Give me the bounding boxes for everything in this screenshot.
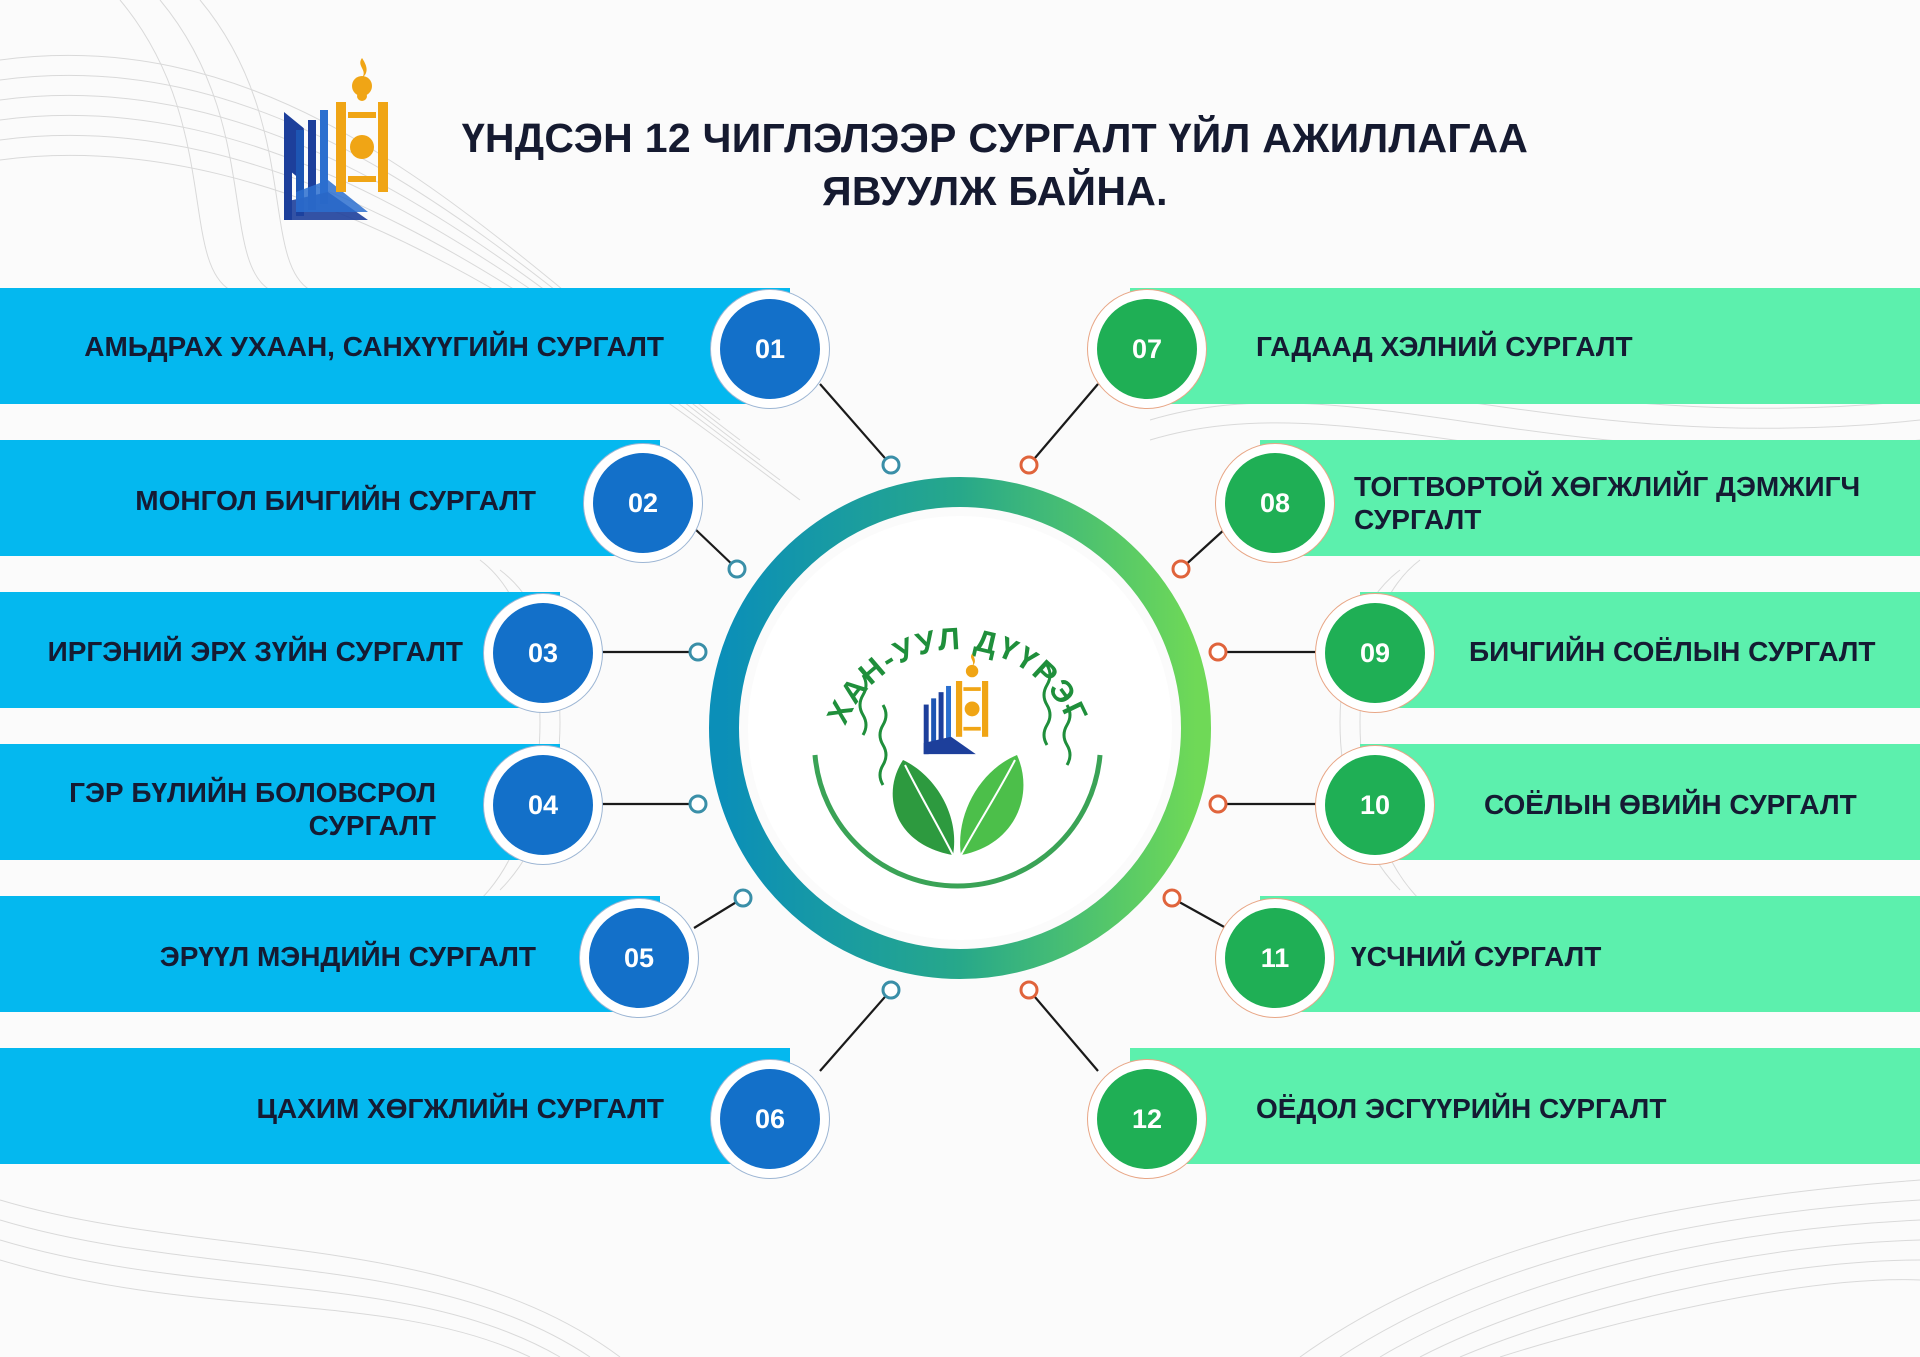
direction-number-12: 12 — [1097, 1069, 1197, 1169]
direction-number-03: 03 — [493, 603, 593, 703]
center-ring — [709, 477, 1211, 979]
direction-number-01: 01 — [720, 299, 820, 399]
direction-number-04: 04 — [493, 755, 593, 855]
mongolia-emblem-logo — [284, 58, 388, 220]
direction-band-12 — [1130, 1048, 1920, 1164]
direction-number-11: 11 — [1225, 908, 1325, 1008]
direction-label-04: ГЭР БҮЛИЙН БОЛОВСРОЛ СУРГАЛТ — [69, 777, 436, 841]
direction-number-08: 08 — [1225, 453, 1325, 553]
direction-band-04 — [0, 744, 560, 860]
direction-band-06 — [0, 1048, 790, 1164]
direction-label-07: ГАДААД ХЭЛНИЙ СУРГАЛТ — [1256, 331, 1633, 362]
direction-band-05 — [0, 896, 660, 1012]
direction-band-11 — [1260, 896, 1920, 1012]
direction-label-11: ҮСЧНИЙ СУРГАЛТ — [1351, 941, 1602, 972]
direction-label-08: ТОГТВОРТОЙ ХӨГЖЛИЙГ ДЭМЖИГЧ СУРГАЛТ — [1354, 471, 1861, 535]
direction-label-09: БИЧГИЙН СОЁЛЫН СУРГАЛТ — [1469, 636, 1876, 667]
title-line-2: ЯВУУЛЖ БАЙНА. — [822, 168, 1168, 214]
direction-label-06: ЦАХИМ ХӨГЖЛИЙН СУРГАЛТ — [256, 1093, 664, 1124]
direction-number-02: 02 — [593, 453, 693, 553]
direction-band-08 — [1260, 440, 1920, 556]
direction-label-10: СОЁЛЫН ӨВИЙН СУРГАЛТ — [1484, 789, 1857, 820]
direction-label-05: ЭРҮҮЛ МЭНДИЙН СУРГАЛТ — [159, 941, 536, 972]
direction-number-09: 09 — [1325, 603, 1425, 703]
direction-number-07: 07 — [1097, 299, 1197, 399]
direction-label-01: АМЬДРАХ УХААН, САНХҮҮГИЙН СУРГАЛТ — [84, 331, 664, 362]
khan-uul-district-emblem: ХАН-УУЛ ДҮҮРЭГ — [812, 621, 1103, 889]
direction-number-06: 06 — [720, 1069, 820, 1169]
direction-number-10: 10 — [1325, 755, 1425, 855]
direction-band-07 — [1130, 288, 1920, 404]
direction-band-10 — [1360, 744, 1920, 860]
direction-label-03: ИРГЭНИЙ ЭРХ ЗҮЙН СУРГАЛТ — [47, 636, 463, 667]
title-line-1: ҮНДСЭН 12 ЧИГЛЭЛЭЭР СУРГАЛТ ҮЙЛ АЖИЛЛАГА… — [461, 115, 1529, 161]
direction-label-02: МОНГОЛ БИЧГИЙН СУРГАЛТ — [135, 485, 536, 516]
direction-label-12: ОЁДОЛ ЭСГҮҮРИЙН СУРГАЛТ — [1256, 1093, 1667, 1124]
page-title: ҮНДСЭН 12 ЧИГЛЭЛЭЭР СУРГАЛТ ҮЙЛ АЖИЛЛАГА… — [440, 112, 1550, 218]
direction-band-01 — [0, 288, 790, 404]
direction-band-09 — [1360, 592, 1920, 708]
direction-band-03 — [0, 592, 560, 708]
direction-band-02 — [0, 440, 660, 556]
direction-number-05: 05 — [589, 908, 689, 1008]
